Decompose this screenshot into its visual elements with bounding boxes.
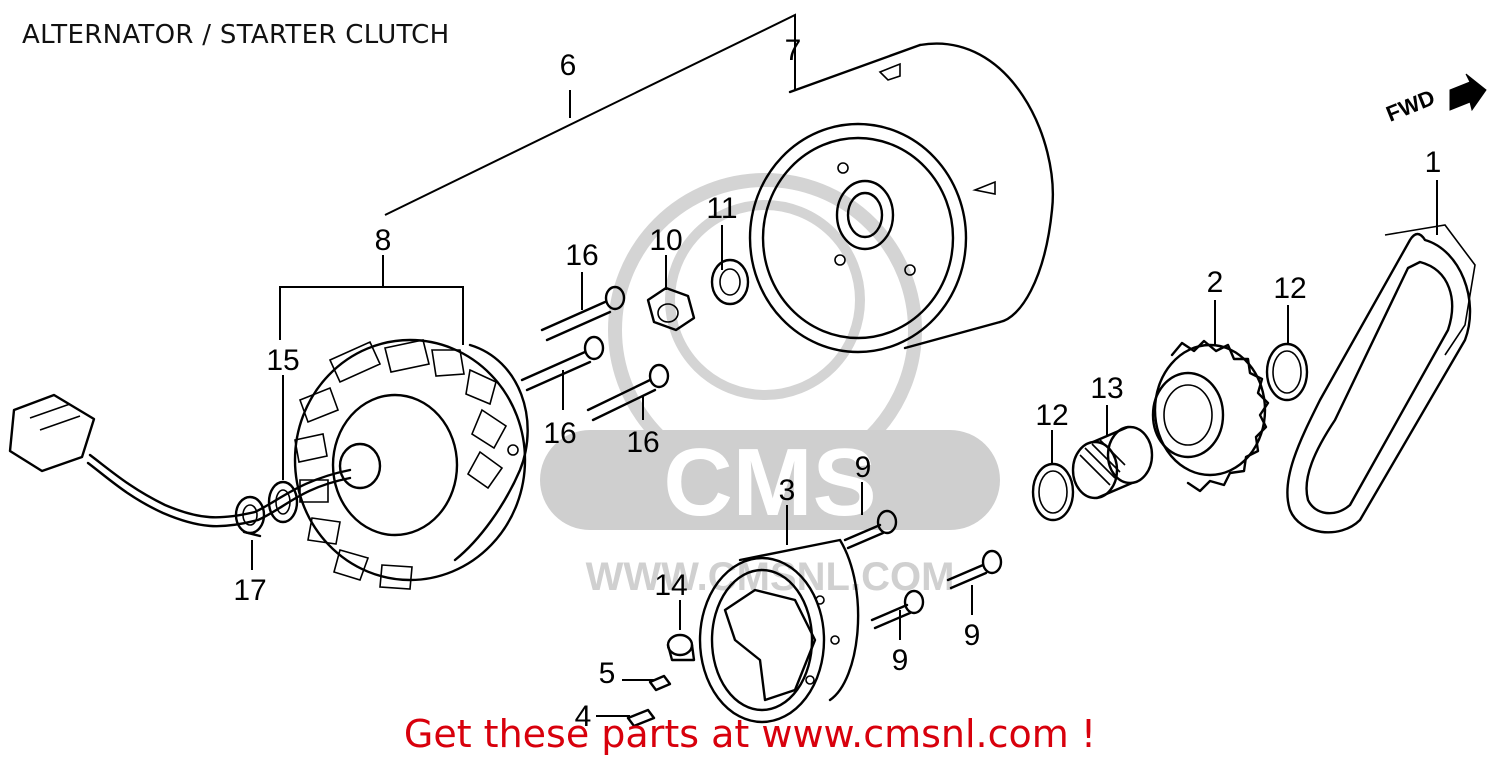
watermark-badge (540, 430, 1000, 530)
callout-6: 6 (560, 49, 577, 82)
callout-11: 11 (706, 192, 737, 225)
callout-16-top: 16 (565, 239, 598, 272)
callout-7: 7 (785, 34, 802, 67)
flywheel-rotor (748, 42, 1055, 354)
callout-3: 3 (779, 474, 796, 507)
grommets (234, 480, 299, 538)
page-title: ALTERNATOR / STARTER CLUTCH (22, 20, 450, 50)
callout-2: 2 (1207, 266, 1224, 299)
callout-15: 15 (266, 344, 299, 377)
callout-13: 13 (1090, 372, 1123, 405)
stator-wire-harness (8, 393, 352, 528)
nut-and-washer (646, 258, 750, 332)
callout-numbers: 1 2 3 4 5 6 7 8 9 9 9 10 11 12 12 13 14 … (233, 34, 1441, 733)
callout-4: 4 (575, 700, 592, 733)
callout-16-right: 16 (626, 426, 659, 459)
snap-rings-and-bearing (1031, 342, 1309, 522)
leader-lines (251, 13, 1438, 717)
cam-chain (1286, 224, 1476, 534)
stator (293, 338, 529, 590)
promo-banner: Get these parts at www.cmsnl.com ! (403, 712, 1097, 756)
callout-5: 5 (599, 657, 616, 690)
cms-watermark: CMS WWW.CMSNL.COM (540, 173, 1000, 599)
callout-1: 1 (1425, 146, 1442, 179)
forward-direction-indicator: FWD (1383, 73, 1487, 127)
callout-12-right: 12 (1273, 272, 1306, 305)
rollers-springs-plungers (626, 633, 696, 728)
callout-12-left: 12 (1035, 399, 1068, 432)
stator-bolts (520, 285, 670, 422)
callout-10: 10 (649, 224, 682, 257)
starter-clutch (698, 538, 860, 724)
callout-8: 8 (375, 224, 392, 257)
callout-14: 14 (654, 569, 687, 602)
callout-9-top: 9 (855, 451, 872, 484)
callout-17: 17 (233, 574, 266, 607)
watermark-text: CMS (663, 429, 876, 536)
watermark-url: WWW.CMSNL.COM (586, 555, 955, 599)
clutch-bolts (843, 509, 1003, 630)
callout-9-bottom: 9 (892, 644, 909, 677)
callout-16-left: 16 (543, 417, 576, 450)
fwd-arrow-icon (1449, 73, 1487, 112)
callout-9-right: 9 (964, 619, 981, 652)
driven-sprocket (1151, 339, 1270, 493)
fwd-label: FWD (1383, 85, 1439, 127)
